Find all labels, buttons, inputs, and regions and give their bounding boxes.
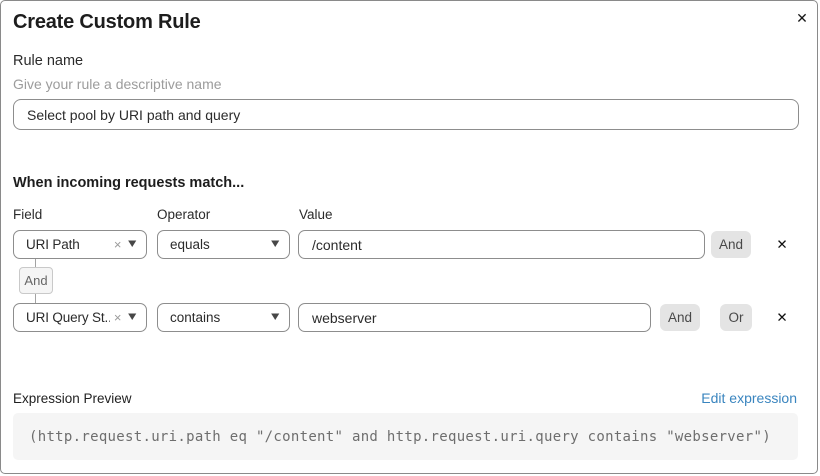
close-icon[interactable]: ✕: [790, 7, 814, 31]
chevron-down-icon: ▼: [128, 239, 137, 250]
field-select-row1[interactable]: URI Path × ▼: [13, 230, 147, 259]
chevron-down-icon: ▼: [128, 312, 137, 323]
field-select-row1-value: URI Path: [26, 237, 80, 252]
field-column-label: Field: [13, 207, 43, 222]
operator-select-row1-value: equals: [170, 237, 210, 252]
field-select-row2-value: URI Query St...: [26, 310, 110, 325]
edit-expression-link[interactable]: Edit expression: [701, 390, 797, 406]
remove-condition-icon-row1[interactable]: ✕: [770, 230, 794, 259]
operator-select-row1[interactable]: equals ▼: [157, 230, 290, 259]
and-button-row1[interactable]: And: [711, 231, 751, 258]
or-button-row2[interactable]: Or: [720, 304, 752, 331]
rule-name-hint: Give your rule a descriptive name: [13, 76, 222, 92]
expression-preview-label: Expression Preview: [13, 391, 132, 406]
connector-line-top: [35, 259, 36, 267]
and-connector-pill: And: [19, 267, 53, 294]
and-button-row2[interactable]: And: [660, 304, 700, 331]
field-select-row2[interactable]: URI Query St... × ▼: [13, 303, 147, 332]
value-column-label: Value: [299, 207, 333, 222]
operator-select-row2-value: contains: [170, 310, 221, 325]
rule-name-label: Rule name: [13, 53, 84, 69]
chevron-down-icon: ▼: [271, 312, 280, 323]
expression-preview-box: (http.request.uri.path eq "/content" and…: [13, 413, 798, 460]
dialog-title: Create Custom Rule: [13, 11, 201, 33]
clear-field-icon[interactable]: ×: [113, 237, 122, 252]
match-heading: When incoming requests match...: [13, 175, 245, 191]
operator-select-row2[interactable]: contains ▼: [157, 303, 290, 332]
operator-column-label: Operator: [157, 207, 211, 222]
connector-line-bottom: [35, 294, 36, 303]
chevron-down-icon: ▼: [271, 239, 280, 250]
value-input-row2[interactable]: [298, 303, 651, 332]
remove-condition-icon-row2[interactable]: ✕: [770, 303, 794, 332]
clear-field-icon[interactable]: ×: [113, 310, 122, 325]
value-input-row1[interactable]: [298, 230, 705, 259]
expression-code: (http.request.uri.path eq "/content" and…: [29, 428, 771, 445]
rule-name-input[interactable]: [13, 99, 799, 130]
